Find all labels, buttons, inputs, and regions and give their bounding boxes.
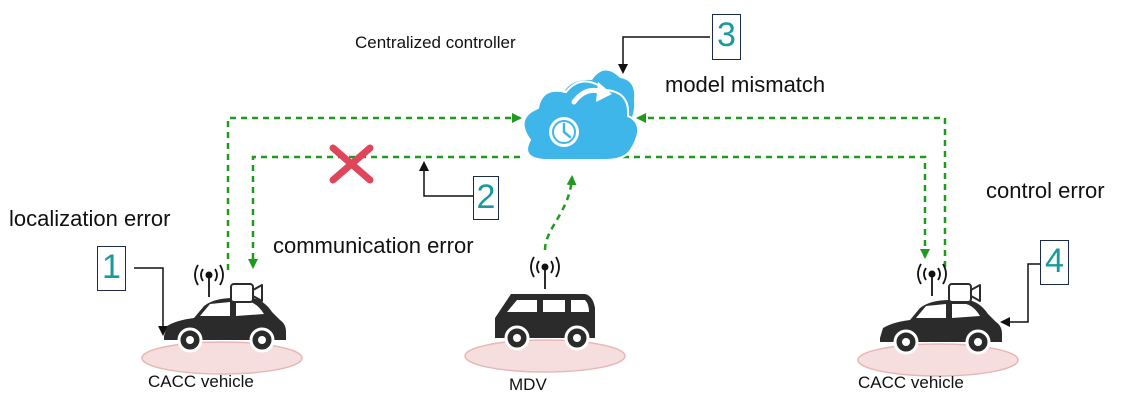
mdv-label: MDV — [509, 375, 547, 394]
badge-1: 1 — [97, 246, 126, 291]
antenna-icon — [194, 264, 224, 298]
link-controller-to-left — [248, 155, 520, 269]
link-controller-to-right — [612, 155, 930, 259]
model-mismatch-label: model mismatch — [665, 72, 826, 97]
refresh-arrow-icon — [571, 82, 612, 105]
link-mdv-to-controller — [543, 175, 577, 251]
arrow-badge1-to-car — [134, 267, 168, 336]
cloud-icon — [522, 70, 639, 161]
clock-icon — [549, 117, 579, 147]
badge-3: 3 — [712, 14, 741, 60]
car-icon — [463, 292, 627, 374]
car-icon — [856, 298, 1020, 378]
cacc-vehicle-left-label: CACC vehicle — [148, 372, 254, 391]
cacc-vehicle-right-label: CACC vehicle — [858, 373, 964, 392]
arrow-badge3-to-cloud — [618, 36, 710, 74]
cross-icon — [329, 144, 374, 184]
antenna-icon — [530, 256, 560, 290]
control-error-label: control error — [986, 178, 1105, 203]
arrow-badge2-to-link — [419, 161, 473, 197]
controller-label: Centralized controller — [355, 33, 516, 52]
car-icon — [140, 296, 304, 376]
localization-error-label: localization error — [9, 206, 171, 231]
antenna-icon — [917, 263, 947, 297]
link-right-to-controller — [636, 113, 947, 267]
badge-2: 2 — [473, 176, 499, 220]
camera-icon — [948, 283, 981, 303]
arrow-badge4-to-car — [1000, 263, 1040, 327]
communication-error-label: communication error — [273, 233, 474, 258]
camera-icon — [230, 283, 263, 303]
badge-4: 4 — [1040, 240, 1069, 285]
link-left-to-controller — [226, 113, 522, 270]
